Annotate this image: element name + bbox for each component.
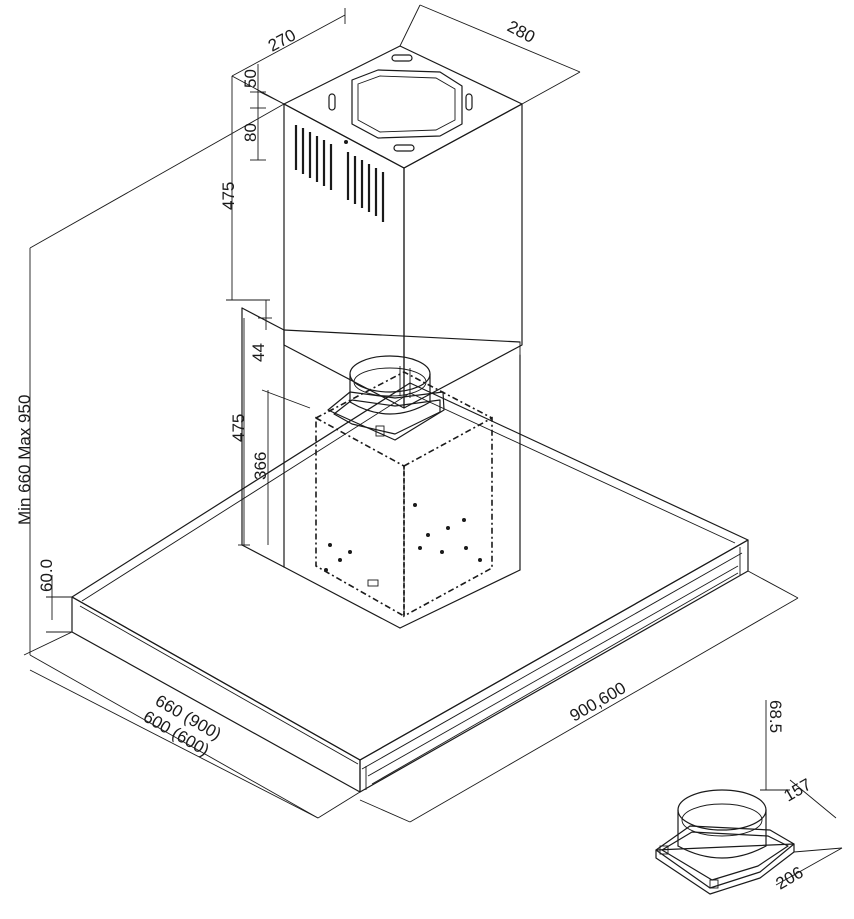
motor-collar bbox=[327, 355, 445, 441]
lower-chimney bbox=[241, 307, 521, 629]
dim-collar-base: 206 bbox=[773, 863, 807, 894]
dim-motor-height: 366 bbox=[251, 452, 270, 480]
dim-canopy-height: 60.0 bbox=[37, 559, 56, 592]
dim-chimney-width: 270 bbox=[265, 25, 299, 55]
dim-collar-diameter: 157 bbox=[781, 775, 815, 806]
collar-detail: 68.5 157 206 bbox=[655, 700, 843, 895]
vent-slots bbox=[294, 125, 385, 222]
dim-upper-chimney-height: 475 bbox=[219, 182, 238, 210]
dimension-labels: 270 280 50 80 475 44 475 366 Min 660 Max… bbox=[15, 17, 629, 760]
dim-total-height: Min 660 Max 950 bbox=[15, 395, 34, 525]
dim-gap: 44 bbox=[249, 343, 268, 362]
dim-vent-offset: 80 bbox=[241, 123, 260, 142]
motor-housing bbox=[315, 371, 493, 618]
dim-collar-height: 68.5 bbox=[766, 700, 785, 733]
dim-lower-chimney-height: 475 bbox=[229, 414, 248, 442]
dim-top-offset: 50 bbox=[241, 69, 260, 88]
dimension-lines bbox=[23, 4, 799, 823]
dim-width: 900,600 bbox=[567, 678, 630, 725]
upper-chimney bbox=[231, 45, 523, 409]
top-outlet bbox=[328, 54, 473, 152]
